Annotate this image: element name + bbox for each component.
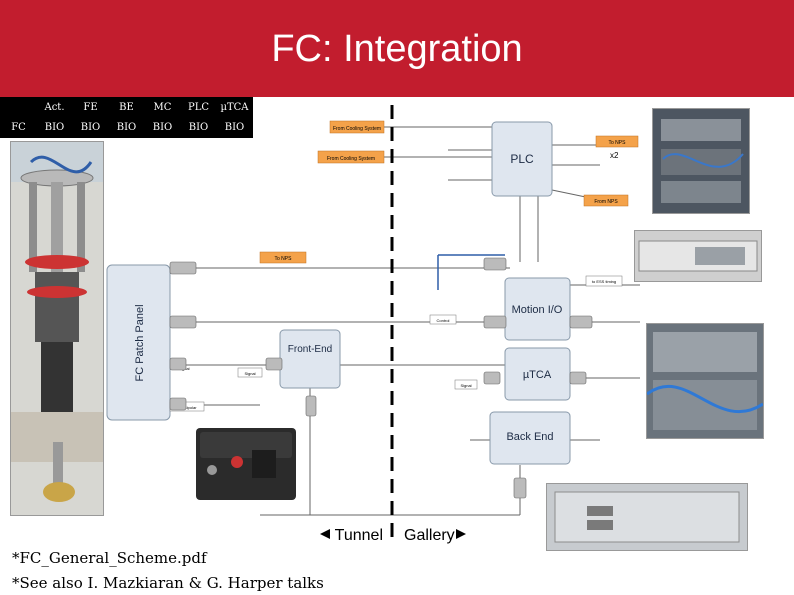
status-cell: BIO xyxy=(36,117,73,138)
gallery-arrow-icon xyxy=(456,529,466,539)
backend-label: Back End xyxy=(506,431,553,443)
multiplier-label: x2 xyxy=(610,151,619,160)
backend-block xyxy=(489,411,571,465)
motion-io-label: Motion I/O xyxy=(512,304,563,316)
plc-cabinet-photo xyxy=(652,108,750,214)
status-table: Act. FE BE MC PLC µTCA FC BIO BIO BIO BI… xyxy=(0,97,253,138)
gallery-label: Gallery xyxy=(404,527,455,544)
tag-to-nps-2: To NPS xyxy=(275,256,293,262)
frontend-label: Front-End xyxy=(288,344,332,355)
title-bar: FC: Integration xyxy=(0,0,794,97)
page-title: FC: Integration xyxy=(271,28,523,70)
tag-to-nps: To NPS xyxy=(609,140,627,146)
tunnel-label: Tunnel xyxy=(335,527,383,544)
tag-ess-timing: to ESS timing xyxy=(592,279,616,284)
frontend-device-illustration xyxy=(196,428,296,500)
patch-panel-label: FC Patch Panel xyxy=(134,304,146,381)
plc-block xyxy=(491,121,553,197)
tag-signal-2: Signal xyxy=(460,383,471,388)
frontend-block xyxy=(279,329,341,389)
motion-io-block xyxy=(504,277,571,341)
tag-from-nps: From NPS xyxy=(594,199,618,205)
detector-photo xyxy=(10,141,104,516)
status-cell: BIO xyxy=(216,117,253,138)
tunnel-arrow-icon xyxy=(320,529,330,539)
footnote-2: *See also I. Mazkiaran & G. Harper talks xyxy=(12,574,324,592)
tag-from-cooling-1: From Cooling System xyxy=(333,126,381,132)
backend-unit-photo xyxy=(546,483,748,551)
motion-io-rack-photo xyxy=(634,230,762,282)
tag-signal-1: Signal xyxy=(244,371,255,376)
tag-from-cooling-2: From Cooling System xyxy=(327,156,375,162)
status-data-row: FC BIO BIO BIO BIO BIO BIO xyxy=(0,117,253,138)
tag-control: Control xyxy=(437,318,450,323)
utca-crate-photo xyxy=(646,323,764,439)
utca-label: µTCA xyxy=(523,369,552,381)
footnote-1: *FC_General_Scheme.pdf xyxy=(12,549,207,567)
patch-panel-block xyxy=(106,264,171,421)
plc-label: PLC xyxy=(510,152,534,166)
tag-hv-bipolar: HV Bipolar xyxy=(177,405,197,410)
status-cell: BIO xyxy=(108,117,145,138)
